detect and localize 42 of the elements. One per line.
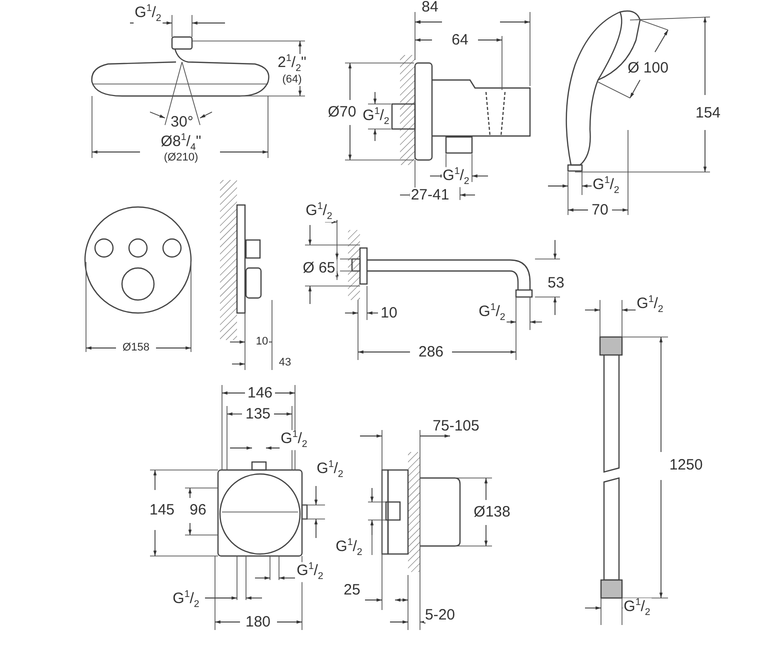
dimension-label: G$^{1}$/$_{2}$ (622, 598, 652, 618)
dimension-label: Ø8$^{1}$/$_{4}$" (160, 133, 202, 153)
dimension-label: Ø 65 (302, 260, 336, 276)
dimension-label: 10 (380, 306, 398, 320)
dimension-label: G$^{1}$/$_{2}$ (442, 167, 470, 187)
dimension-label: G$^{1}$/$_{2}$ (362, 107, 390, 127)
dimension-label: 64 (450, 32, 470, 48)
dimension-label: 75-105 (432, 418, 480, 434)
dimension-label: G$^{1}$/$_{2}$ (172, 590, 200, 610)
dimension-label: 154 (694, 106, 722, 120)
dimension-label: Ø138 (472, 504, 512, 520)
dimension-label: 286 (417, 344, 445, 360)
dimension-label: Ø 100 (626, 60, 670, 76)
dimension-label: G$^{1}$/$_{2}$ (280, 430, 308, 450)
dimension-label: G$^{1}$/$_{2}$ (296, 562, 324, 582)
dimension-label: Ø70 (326, 104, 358, 120)
dimension-label: 146 (246, 386, 274, 400)
dimension-label: 10 (254, 336, 270, 348)
dimension-label: G$^{1}$/$_{2}$ (478, 303, 506, 323)
dimension-label: G$^{1}$/$_{2}$ (334, 538, 364, 558)
dimension-label: 53 (546, 276, 566, 290)
dimension-label: G$^{1}$/$_{2}$ (304, 202, 334, 222)
dimension-label: 1250 (668, 458, 704, 472)
dimension-label: 135 (244, 406, 272, 422)
dimension-label: 27-41 (410, 188, 450, 202)
dimension-label: 30° (170, 114, 194, 130)
dimension-label: 180 (244, 614, 272, 630)
dimension-label: 5-20 (424, 608, 456, 622)
dimension-label: G$^{1}$/$_{2}$ (134, 4, 162, 24)
dimension-label: G$^{1}$/$_{2}$ (316, 460, 344, 480)
dimension-label: 96 (188, 502, 208, 518)
dimension-label: 25 (342, 582, 362, 598)
dimension-label: G$^{1}$/$_{2}$ (592, 176, 620, 196)
dimension-label: (64) (281, 74, 303, 86)
dimension-label: G$^{1}$/$_{2}$ (636, 295, 664, 315)
dimension-label: 43 (278, 358, 292, 368)
dimension-label: 145 (148, 502, 176, 518)
dimension-label: (Ø210) (162, 152, 200, 164)
dimension-label: 70 (590, 202, 610, 218)
dimension-label: 84 (420, 0, 440, 14)
dimension-label: Ø158 (122, 342, 150, 354)
dimension-label: 2$^{1}$/$_{2}$" (276, 54, 308, 74)
